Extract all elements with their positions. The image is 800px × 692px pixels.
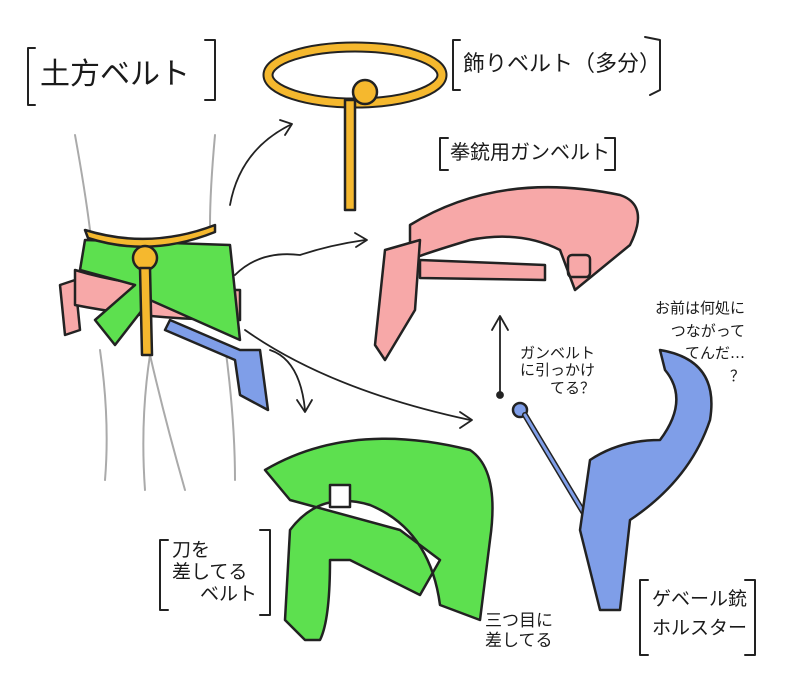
decorative-belt-label: 飾りベルト（多分） [463, 52, 662, 77]
label-brackets [27, 36, 756, 656]
holster-drawing [511, 348, 713, 612]
question-note: お前は何処に つながって てんだ… ？ [655, 297, 745, 387]
third-slot-note: 三つ目に 差してる [485, 611, 553, 651]
holster-line: ホルスター [652, 616, 748, 639]
question-line: てんだ… [685, 344, 746, 362]
hook-line: に引っかけ [520, 361, 596, 380]
sword-belt-label: 刀を 差してる ベルト [172, 539, 258, 606]
third-line: 差してる [485, 630, 553, 651]
worn-belts [58, 223, 270, 412]
holster-label: ゲベール銃 ホルスター [652, 585, 747, 642]
hook-line: ガンベルト [520, 344, 596, 362]
hook-line: てる？ [550, 378, 596, 397]
arrows [229, 119, 509, 429]
gun-belt-drawing [373, 185, 640, 362]
gun-belt-label: 拳銃用ガンベルト [450, 140, 610, 164]
question-line: つながって [670, 321, 746, 340]
decorative-belt-drawing [262, 41, 448, 212]
sword-line: 差してる [172, 560, 248, 583]
third-line: 三つ目に [485, 611, 553, 631]
sword-line: 刀を [172, 539, 211, 561]
question-line: ？ [730, 366, 746, 385]
hook-note: ガンベルト に引っかけ てる？ [520, 344, 596, 397]
sword-belt-drawing [263, 437, 494, 642]
holster-line: ゲベール銃 [652, 588, 748, 610]
question-line: お前は何処に [655, 299, 746, 317]
main-title: 土方ベルト [40, 57, 190, 92]
body-outline [74, 134, 236, 491]
sword-line: ベルト [200, 582, 258, 605]
